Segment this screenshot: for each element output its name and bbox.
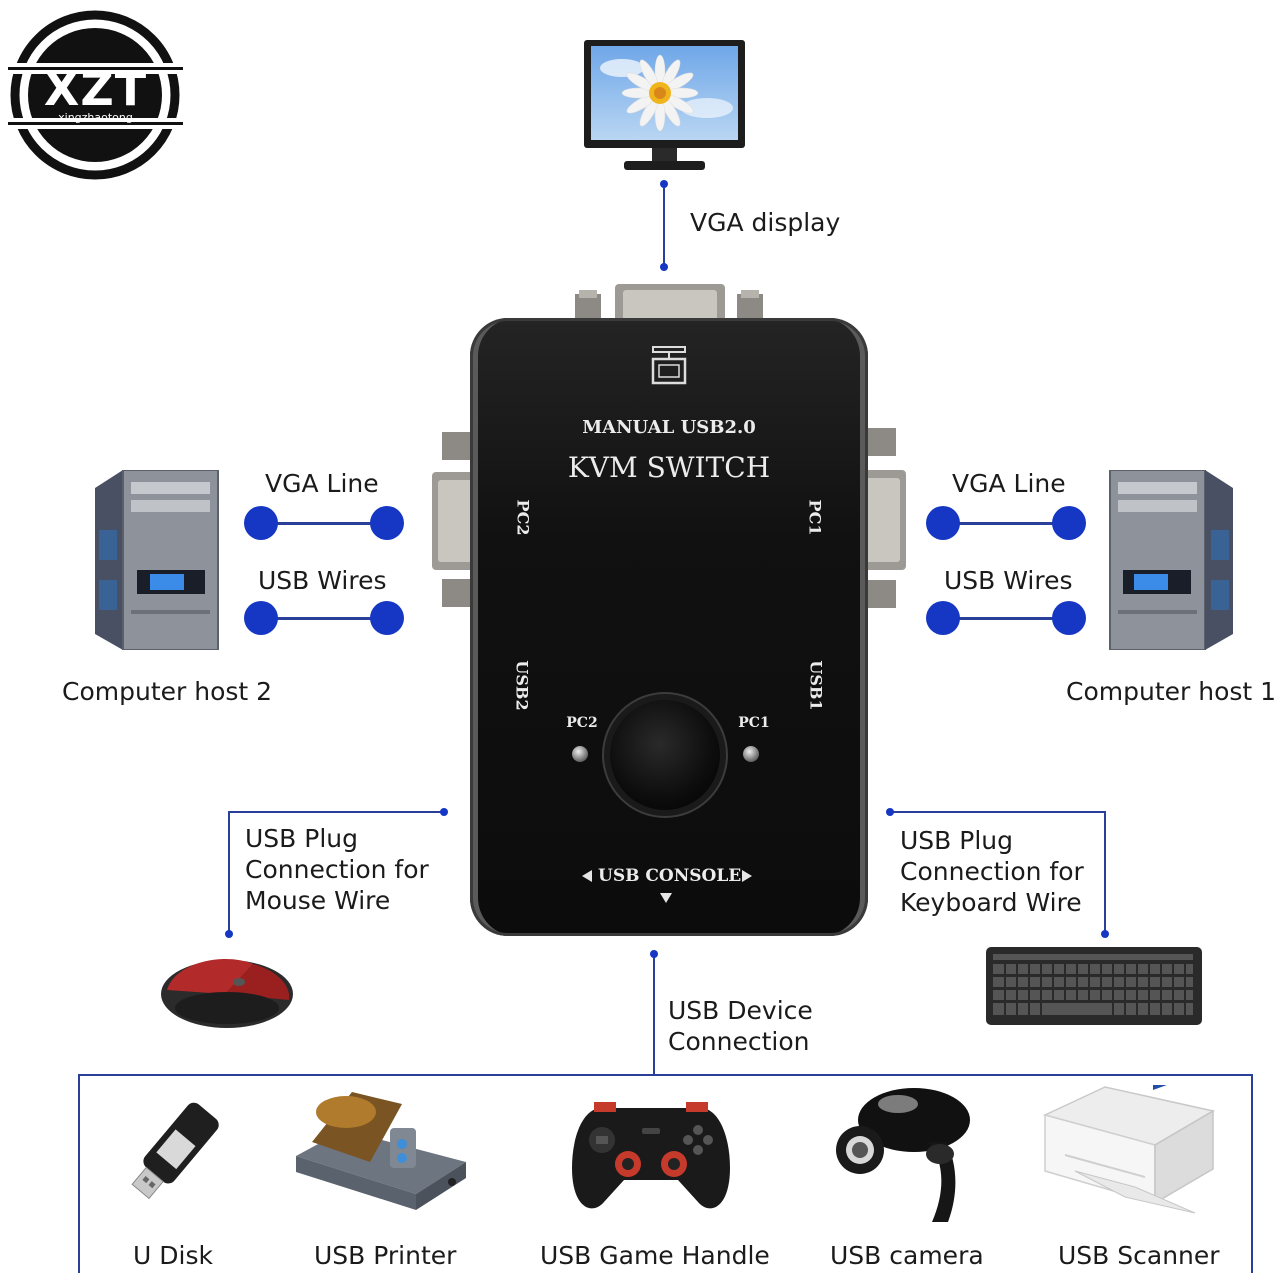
keyboard-connector-line-v: [1104, 811, 1106, 935]
mouse-connector-line-h: [228, 811, 444, 813]
computer-tower-left-icon: [95, 470, 220, 650]
usb-printer-icon: [292, 1082, 470, 1212]
peripheral-label-usb-game-handle: USB Game Handle: [540, 1241, 770, 1270]
keyboard-label-line-2: Connection for: [900, 857, 1084, 886]
device-model-label: MANUAL USB2.0: [582, 417, 756, 438]
right-usb-line: [944, 617, 1070, 620]
peripherals-bracket-left: [78, 1074, 80, 1273]
left-usb-dot-b: [370, 601, 404, 635]
computer-host-2-label: Computer host 2: [62, 677, 273, 706]
mouse-label-line-1: USB Plug: [245, 824, 359, 853]
led-pc1-label: PC1: [738, 715, 770, 731]
port-pc2-label: PC2: [513, 499, 533, 536]
gamepad-icon: [570, 1098, 732, 1218]
peripheral-label-usb-printer: USB Printer: [314, 1241, 457, 1270]
keyboard-connector-line-h: [890, 811, 1106, 813]
right-vga-dot-a: [926, 506, 960, 540]
left-vga-dot-b: [370, 506, 404, 540]
usb-device-label-line-2: Connection: [668, 1027, 810, 1056]
usb-scanner-icon: [1035, 1085, 1225, 1215]
vga-display-label: VGA display: [690, 208, 841, 237]
computer-tower-right-icon: [1108, 470, 1233, 650]
port-pc1-label: PC1: [805, 499, 825, 536]
peripheral-label-usb-camera: USB camera: [830, 1241, 984, 1270]
mouse-connector-dot-bottom: [225, 930, 233, 938]
right-usb-wires-label: USB Wires: [944, 566, 1073, 595]
keyboard-connector-dot-bottom: [1101, 930, 1109, 938]
right-vga-line-label: VGA Line: [952, 469, 1066, 498]
mouse-label-line-3: Mouse Wire: [245, 886, 391, 915]
led-pc2: [572, 746, 588, 762]
console-right-arrow: [742, 870, 752, 882]
usb-device-connector-line: [653, 955, 655, 1075]
display-port-icon: [650, 345, 688, 385]
keyboard-icon: [985, 946, 1203, 1026]
usb-camera-icon: [828, 1080, 976, 1228]
peripherals-bracket-top: [78, 1074, 1253, 1076]
switch-button[interactable]: [610, 700, 720, 810]
peripherals-bracket-right: [1251, 1074, 1253, 1273]
mouse-connector-dot-top: [440, 808, 448, 816]
right-vga-port: [862, 428, 906, 608]
left-usb-wires-label: USB Wires: [258, 566, 387, 595]
left-vga-line: [262, 522, 388, 525]
mouse-label-line-2: Connection for: [245, 855, 429, 884]
port-usb1-label: USB1: [806, 660, 826, 711]
keyboard-label-line-1: USB Plug: [900, 826, 1014, 855]
monitor-connector-dot-bottom: [660, 263, 668, 271]
usb-disk-icon: [120, 1095, 230, 1215]
peripheral-label-u-disk: U Disk: [133, 1241, 213, 1270]
monitor-connector-dot-top: [660, 180, 668, 188]
right-usb-dot-a: [926, 601, 960, 635]
console-down-arrow: [660, 893, 672, 903]
computer-host-1-label: Computer host 1: [1066, 677, 1277, 706]
port-usb2-label: USB2: [512, 660, 532, 711]
peripheral-label-usb-scanner: USB Scanner: [1058, 1241, 1220, 1270]
usb-device-label-line-1: USB Device: [668, 996, 813, 1025]
right-usb-dot-b: [1052, 601, 1086, 635]
logo-subtitle: xingzhaotong: [58, 111, 133, 124]
monitor-icon: [582, 38, 747, 176]
usb-console-label: USB CONSOLE: [598, 866, 742, 886]
led-pc1: [743, 746, 759, 762]
left-vga-line-label: VGA Line: [265, 469, 379, 498]
left-usb-dot-a: [244, 601, 278, 635]
led-pc2-label: PC2: [566, 715, 598, 731]
usb-device-connector-dot: [650, 950, 658, 958]
left-vga-dot-a: [244, 506, 278, 540]
logo-brand-text: XZT: [43, 62, 148, 116]
left-usb-line: [262, 617, 388, 620]
right-vga-dot-b: [1052, 506, 1086, 540]
right-vga-line: [944, 522, 1070, 525]
keyboard-connector-dot-top: [886, 808, 894, 816]
kvm-switch-body: [470, 318, 868, 936]
monitor-connector-line: [663, 184, 665, 268]
brand-logo: XZT xingzhaotong: [8, 8, 183, 183]
mouse-connector-line-v: [228, 811, 230, 935]
device-name-label: KVM SWITCH: [567, 451, 771, 484]
mouse-icon: [155, 948, 295, 1033]
keyboard-label-line-3: Keyboard Wire: [900, 888, 1082, 917]
console-left-arrow: [582, 870, 592, 882]
